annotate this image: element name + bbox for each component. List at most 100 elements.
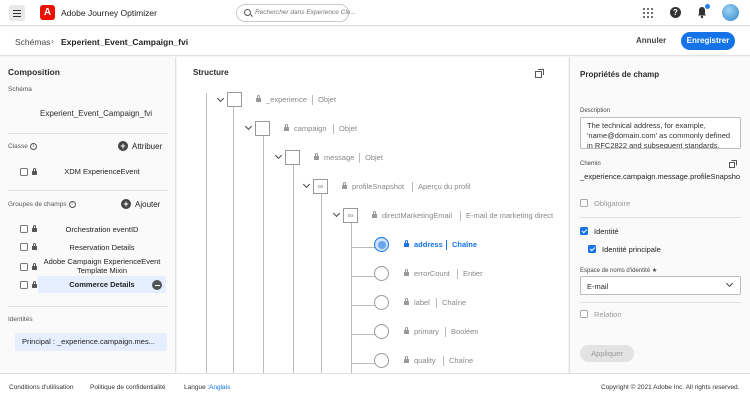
description-label: Description bbox=[580, 108, 611, 114]
assign-button[interactable]: Attribuer bbox=[132, 142, 163, 151]
privacy-link[interactable]: Politique de confidentialité bbox=[90, 384, 166, 391]
help-icon[interactable]: ? bbox=[670, 7, 681, 18]
divider bbox=[580, 217, 741, 218]
lock-icon bbox=[404, 298, 409, 305]
expand-icon[interactable] bbox=[535, 69, 544, 78]
separator bbox=[445, 327, 446, 337]
cancel-button[interactable]: Annuler bbox=[636, 36, 667, 45]
save-button[interactable]: Enregistrer bbox=[681, 32, 735, 50]
bell-icon[interactable] bbox=[697, 6, 707, 19]
apply-button[interactable]: Appliquer bbox=[580, 345, 634, 362]
divider bbox=[8, 133, 168, 134]
add-field-group-button[interactable]: Ajouter bbox=[135, 200, 161, 209]
namespace-select[interactable]: E-mail bbox=[580, 276, 741, 295]
relation-label: Relation bbox=[594, 310, 622, 319]
identity-label: Identité bbox=[594, 227, 619, 236]
info-icon[interactable]: i bbox=[68, 201, 76, 208]
field-group-item-selected[interactable]: Commerce Details bbox=[38, 276, 166, 293]
field-group-checkbox[interactable] bbox=[20, 263, 28, 271]
top-bar: A Adobe Journey Optimizer Rechercher dan… bbox=[0, 0, 750, 26]
field-name[interactable]: label bbox=[414, 298, 430, 307]
field-type: Chaîne bbox=[452, 240, 478, 249]
tree-guide bbox=[351, 276, 381, 277]
menu-icon[interactable] bbox=[9, 5, 25, 21]
leaf-node-icon[interactable] bbox=[374, 353, 389, 368]
field-type: Chaîne bbox=[449, 356, 474, 365]
divider bbox=[580, 302, 741, 303]
field-group-checkbox[interactable] bbox=[20, 243, 28, 251]
search-input[interactable]: Rechercher dans Experience Clo... bbox=[236, 4, 356, 22]
class-item[interactable]: XDM ExperienceEvent bbox=[64, 167, 140, 176]
identity-checkbox[interactable] bbox=[580, 227, 588, 235]
collapse-chevron-icon[interactable] bbox=[216, 94, 225, 103]
avatar[interactable] bbox=[722, 4, 739, 21]
description-textarea[interactable]: The technical address, for example, 'nam… bbox=[580, 117, 741, 149]
field-group-checkbox[interactable] bbox=[20, 225, 28, 233]
lock-icon bbox=[256, 95, 261, 102]
separator bbox=[446, 240, 447, 250]
relation-checkbox[interactable] bbox=[580, 310, 588, 318]
lock-icon bbox=[404, 327, 409, 334]
required-checkbox[interactable] bbox=[580, 199, 588, 207]
remove-icon[interactable] bbox=[152, 280, 162, 290]
lock-icon bbox=[314, 153, 319, 160]
tree-guide bbox=[351, 247, 381, 248]
selected-leaf-node-icon[interactable] bbox=[374, 237, 389, 252]
collapse-chevron-icon[interactable] bbox=[244, 122, 253, 131]
lock-icon bbox=[32, 168, 37, 175]
tree-guide bbox=[351, 334, 381, 335]
tree-guide bbox=[351, 305, 381, 306]
path-value: _experience.campaign.message.profileSnap… bbox=[580, 172, 740, 181]
field-name[interactable]: primary bbox=[414, 327, 440, 336]
app-title: Adobe Journey Optimizer bbox=[61, 8, 157, 18]
required-label: Obligatoire bbox=[594, 199, 631, 208]
copyright: Copyright © 2021 Adobe Inc. All rights r… bbox=[601, 384, 740, 391]
path-label: Chemin bbox=[580, 161, 601, 167]
lock-icon bbox=[404, 269, 409, 276]
leaf-node-icon[interactable] bbox=[374, 324, 389, 339]
field-group-item[interactable]: Reservation Details bbox=[69, 243, 135, 252]
field-group-item[interactable]: Adobe Campaign ExperienceEvent Template … bbox=[43, 257, 161, 275]
separator bbox=[412, 182, 413, 192]
field-name[interactable]: quality bbox=[414, 356, 436, 365]
collapse-chevron-icon[interactable] bbox=[302, 180, 311, 189]
separator bbox=[312, 95, 313, 105]
class-checkbox[interactable] bbox=[20, 168, 28, 176]
leaf-node-icon[interactable] bbox=[374, 266, 389, 281]
copy-icon[interactable] bbox=[729, 160, 737, 168]
tree-guide bbox=[233, 107, 234, 373]
structure-panel: Structure _experience Objet campaign Obj… bbox=[177, 57, 568, 373]
info-icon[interactable]: i bbox=[29, 143, 37, 150]
field-name[interactable]: errorCount bbox=[414, 269, 450, 278]
collapse-chevron-icon[interactable] bbox=[274, 151, 283, 160]
app-switcher-icon[interactable] bbox=[643, 8, 653, 18]
identity-item[interactable]: Principal : _experience.campaign.mes... bbox=[15, 333, 167, 351]
field-name[interactable]: _experience bbox=[266, 95, 307, 104]
divider bbox=[8, 190, 168, 191]
field-group-checkbox[interactable] bbox=[20, 281, 28, 289]
tree-guide bbox=[321, 193, 322, 373]
primary-identity-checkbox[interactable] bbox=[588, 245, 596, 253]
field-group-item[interactable]: Orchestration eventID bbox=[65, 225, 139, 234]
leaf-node-icon[interactable] bbox=[374, 295, 389, 310]
separator bbox=[460, 211, 461, 221]
terms-link[interactable]: Conditions d'utilisation bbox=[9, 384, 74, 391]
field-name[interactable]: profileSnapshot bbox=[352, 182, 405, 191]
field-properties-panel: Propriétés de champ Description The tech… bbox=[569, 57, 750, 373]
language-link[interactable]: Anglais bbox=[209, 384, 231, 391]
composition-title: Composition bbox=[8, 67, 60, 77]
field-name[interactable]: message bbox=[324, 153, 355, 162]
add-plus-icon[interactable]: + bbox=[121, 199, 131, 209]
separator bbox=[436, 298, 437, 308]
field-name[interactable]: campaign bbox=[294, 124, 327, 133]
lock-icon bbox=[32, 243, 37, 250]
field-name[interactable]: directMarketingEmail bbox=[382, 211, 453, 220]
divider bbox=[8, 306, 168, 307]
breadcrumb-schemas[interactable]: Schémas bbox=[15, 37, 51, 47]
assign-plus-icon[interactable]: + bbox=[118, 141, 128, 151]
field-name-selected[interactable]: address bbox=[414, 240, 443, 249]
separator bbox=[333, 124, 334, 134]
collapse-chevron-icon[interactable] bbox=[332, 209, 341, 218]
field-type: Chaîne bbox=[442, 298, 467, 307]
